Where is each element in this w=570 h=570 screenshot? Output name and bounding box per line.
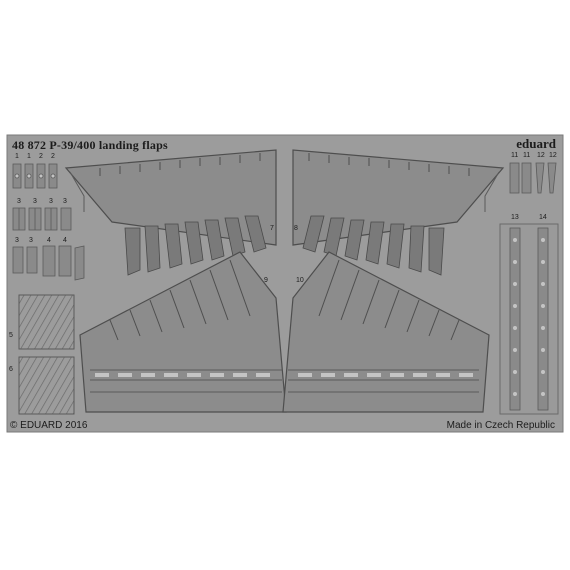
part-number: 12 xyxy=(537,152,545,159)
copyright-text: © EDUARD 2016 xyxy=(10,420,88,431)
part-number: 4 xyxy=(47,237,51,244)
brand-logo: eduard xyxy=(516,136,556,151)
part-number: 3 xyxy=(29,237,33,244)
flap-right-lower xyxy=(282,251,490,413)
flap-left-upper xyxy=(64,149,277,276)
part-number: 9 xyxy=(264,277,268,284)
flap-right-upper xyxy=(292,149,505,276)
part-number: 7 xyxy=(270,225,274,232)
part-number: 11 xyxy=(523,152,531,159)
part-number: 3 xyxy=(63,198,67,205)
part-group-11-12 xyxy=(509,162,557,194)
part-number: 12 xyxy=(549,152,557,159)
part-number: 3 xyxy=(15,237,19,244)
flap-left-lower xyxy=(79,251,287,413)
part-group-3b-4 xyxy=(12,245,85,281)
part-number: 5 xyxy=(9,332,13,339)
part-group-1-2 xyxy=(12,163,58,189)
part-number: 14 xyxy=(539,214,547,221)
part-group-3 xyxy=(12,207,72,231)
part-number: 8 xyxy=(294,225,298,232)
part-group-13-14 xyxy=(499,223,559,415)
part-6-hatched xyxy=(18,356,75,415)
part-number: 3 xyxy=(49,198,53,205)
part-number: 3 xyxy=(33,198,37,205)
part-5-hatched xyxy=(18,294,75,350)
part-number: 13 xyxy=(511,214,519,221)
part-number: 6 xyxy=(9,366,13,373)
part-number: 1 xyxy=(27,153,31,160)
part-number: 2 xyxy=(39,153,43,160)
part-number: 4 xyxy=(63,237,67,244)
part-number: 2 xyxy=(51,153,55,160)
fret-title: 48 872 P-39/400 landing flaps xyxy=(12,138,168,152)
origin-text: Made in Czech Republic xyxy=(446,420,555,431)
part-number: 1 xyxy=(15,153,19,160)
part-number: 11 xyxy=(511,152,519,159)
part-number: 3 xyxy=(17,198,21,205)
part-number: 10 xyxy=(296,277,304,284)
